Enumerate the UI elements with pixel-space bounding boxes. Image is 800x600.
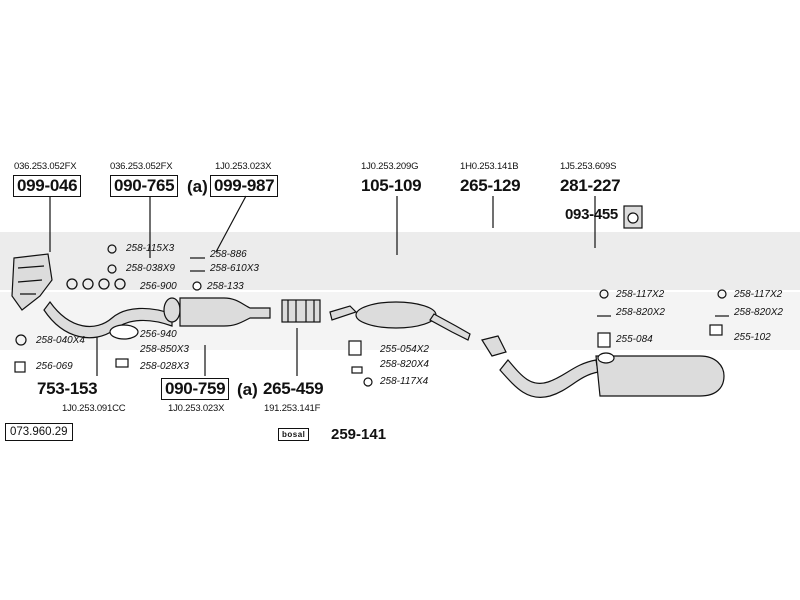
sub-part: 256-940 [140, 329, 177, 340]
part-number: 090-759 [161, 378, 230, 400]
part-number: 265-129 [460, 176, 521, 195]
alternative-marker: (a) [187, 177, 208, 196]
sub-part: 255-102 [734, 332, 771, 343]
part-number: 265-459 [263, 379, 324, 398]
oem-code: 036.253.052FX [110, 161, 173, 172]
centre-silencer [329, 301, 507, 357]
oem-code: 036.253.052FX [14, 161, 77, 172]
sub-part: 255-084 [616, 334, 653, 345]
sub-part: 258-610X3 [210, 263, 259, 274]
oem-code: 191.253.141F [264, 403, 321, 414]
catalytic-converter [163, 281, 271, 327]
oem-code: 1H0.253.141B [460, 161, 519, 172]
sub-part: 258-115X3 [126, 243, 175, 254]
sub-part: 258-117X4 [380, 376, 429, 387]
hanger-bracket [623, 205, 643, 229]
sub-part: 258-850X3 [140, 344, 189, 355]
oem-code: 1J5.253.609S [560, 161, 617, 172]
alternative-marker: (a) [237, 380, 258, 399]
pipe-connector [281, 299, 321, 323]
part-number: 281-227 [560, 176, 621, 195]
part-number: 753-153 [37, 379, 98, 398]
part-number: 090-765 [110, 175, 179, 197]
sub-part: 258-886 [210, 249, 247, 260]
hanger-part-number: 093-455 [565, 206, 618, 223]
gasket-set [66, 278, 126, 290]
rear-silencer [499, 352, 725, 398]
sub-part: 258-820X2 [616, 307, 665, 318]
sub-part: 258-028X3 [140, 361, 189, 372]
sub-part: 258-117X2 [616, 289, 665, 300]
sub-part: 258-038X9 [126, 263, 175, 274]
part-number: 099-987 [210, 175, 279, 197]
part-number: 099-046 [13, 175, 82, 197]
washer-glyphs [14, 244, 727, 387]
sub-part: 256-069 [36, 361, 73, 372]
brand-part-number: 259-141 [331, 426, 387, 443]
sub-part: 255-054X2 [380, 344, 429, 355]
sub-part: 258-117X2 [734, 289, 783, 300]
brand-badge: bosal [278, 428, 310, 441]
oem-code: 1J0.253.023X [215, 161, 272, 172]
sub-part: 256-900 [140, 281, 177, 292]
sub-part: 258-040X4 [36, 335, 85, 346]
oem-code: 1J0.253.091CC [62, 403, 126, 414]
sub-part: 258-820X4 [380, 359, 429, 370]
exhaust-manifold [11, 253, 53, 311]
oem-code: 1J0.253.209G [361, 161, 419, 172]
clamp-glyphs [115, 324, 723, 374]
sub-part: 258-133 [207, 281, 244, 292]
oem-code: 1J0.253.023X [168, 403, 225, 414]
part-number: 105-109 [361, 176, 422, 195]
catalog-reference: 073.960.29 [5, 423, 73, 441]
sub-part: 258-820X2 [734, 307, 783, 318]
